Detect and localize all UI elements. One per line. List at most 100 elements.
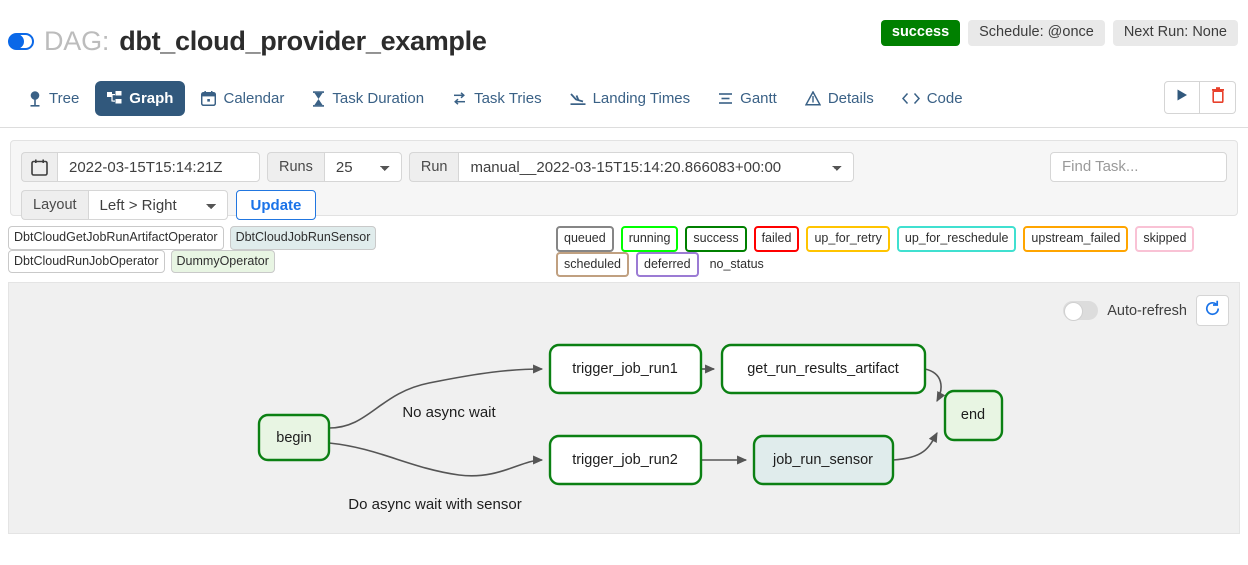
node-job_run_sensor[interactable]: job_run_sensor — [752, 434, 895, 486]
graph-edge-labels: No async wait Do async wait with sensor — [348, 404, 521, 513]
edge-begin-to-trigger_job_run1 — [328, 364, 544, 429]
layout-group: Layout Left > RightRight > LeftTop > Bot… — [21, 190, 228, 220]
tab-label: Details — [827, 90, 874, 107]
tree-icon — [28, 90, 42, 107]
next-run-badge: Next Run: None — [1112, 20, 1238, 46]
landing-icon — [569, 91, 586, 106]
view-tabbar: Tree Graph Calendar Task Duration Task T — [0, 70, 1248, 128]
code-icon — [901, 92, 920, 105]
node-label: get_run_results_artifact — [747, 361, 899, 377]
refresh-button[interactable] — [1196, 295, 1229, 326]
node-trigger_job_run2[interactable]: trigger_job_run2 — [548, 434, 703, 486]
gantt-icon — [718, 91, 733, 106]
node-label: begin — [276, 430, 311, 446]
layout-label: Layout — [21, 190, 88, 220]
edge-label: No async wait — [402, 404, 496, 421]
tab-graph[interactable]: Graph — [95, 81, 186, 116]
node-get_run_results_artifact[interactable]: get_run_results_artifact — [720, 343, 927, 395]
state-legend-chip[interactable]: skipped — [1135, 226, 1195, 252]
find-task-input[interactable] — [1050, 152, 1227, 182]
node-box[interactable] — [257, 413, 331, 462]
tab-tree[interactable]: Tree — [16, 81, 91, 116]
node-label: trigger_job_run2 — [572, 452, 678, 468]
state-legend-chip[interactable]: running — [620, 226, 679, 252]
graph-canvas[interactable]: Auto-refresh No async wait — [8, 282, 1240, 534]
tab-label: Task Tries — [474, 90, 542, 107]
tab-gantt[interactable]: Gantt — [706, 81, 789, 116]
details-icon — [804, 91, 821, 106]
operator-legend-chip[interactable]: DbtCloudGetJobRunArtifactOperator — [8, 226, 224, 250]
dag-prefix-label: DAG: — [44, 26, 110, 56]
tab-label: Calendar — [223, 90, 285, 107]
dag-graph-svg: No async wait Do async wait with sensor … — [257, 343, 1004, 513]
schedule-badge[interactable]: Schedule: @once — [968, 20, 1105, 46]
node-begin[interactable]: begin — [257, 413, 331, 462]
node-box[interactable] — [548, 434, 703, 486]
runs-group: Runs 52550100365 — [267, 152, 402, 182]
dag-name-label: dbt_cloud_provider_example — [119, 26, 487, 56]
layout-select[interactable]: Left > RightRight > LeftTop > BottomBott… — [87, 190, 228, 220]
state-legend-chip[interactable]: queued — [556, 226, 614, 252]
calendar-icon — [201, 91, 217, 106]
state-legend-chip[interactable]: scheduled — [556, 251, 629, 277]
auto-refresh-label: Auto-refresh — [1107, 302, 1187, 319]
operator-legend-chip[interactable]: DummyOperator — [170, 249, 275, 273]
node-box[interactable] — [943, 389, 1004, 442]
tab-list: Tree Graph Calendar Task Duration Task T — [12, 70, 1236, 127]
node-trigger_job_run1[interactable]: trigger_job_run1 — [548, 343, 703, 395]
node-end[interactable]: end — [943, 389, 1004, 442]
execution-date-group — [21, 152, 260, 182]
dag-paused-toggle[interactable] — [8, 33, 34, 50]
trash-icon — [1211, 87, 1225, 108]
edge-job_run_sensor-to-end — [892, 432, 938, 461]
tab-label: Landing Times — [592, 90, 691, 107]
node-label: end — [961, 407, 985, 423]
node-label: job_run_sensor — [772, 452, 873, 468]
dag-status-badges: success Schedule: @once Next Run: None — [880, 20, 1238, 46]
hourglass-icon — [312, 90, 325, 107]
edge-label: Do async wait with sensor — [348, 496, 521, 513]
state-legend-chip[interactable]: upstream_failed — [1023, 226, 1129, 252]
dag-header: DAG: dbt_cloud_provider_example success … — [0, 0, 1248, 70]
state-legend-chip[interactable]: success — [685, 226, 747, 252]
tab-landing-times[interactable]: Landing Times — [558, 81, 703, 116]
tab-details[interactable]: Details — [793, 81, 886, 116]
operator-legend-chip[interactable]: DbtCloudJobRunSensor — [229, 226, 377, 250]
graph-icon — [107, 91, 122, 106]
run-select[interactable]: manual__2022-03-15T15:14:20.866083+00:00 — [458, 152, 855, 182]
tab-label: Gantt — [740, 90, 777, 107]
node-box[interactable] — [752, 434, 895, 486]
refresh-icon — [1204, 300, 1221, 322]
trigger-dag-button[interactable] — [1164, 81, 1200, 114]
edge-begin-to-trigger_job_run2 — [328, 442, 544, 477]
node-box[interactable] — [720, 343, 927, 395]
delete-dag-button[interactable] — [1200, 81, 1236, 114]
graph-toolbar: Runs 52550100365 Run manual__2022-03-15T… — [10, 140, 1238, 220]
operator-legend-chip[interactable]: DbtCloudRunJobOperator — [8, 249, 165, 273]
calendar-icon[interactable] — [21, 152, 57, 182]
runs-select[interactable]: 52550100365 — [323, 152, 402, 182]
state-legend-chip[interactable]: failed — [753, 226, 800, 252]
run-label: Run — [408, 152, 459, 182]
auto-refresh-toggle[interactable] — [1063, 301, 1099, 321]
node-box[interactable] — [548, 343, 703, 395]
tab-code[interactable]: Code — [890, 81, 975, 116]
state-legend-chip[interactable]: up_for_retry — [806, 226, 890, 252]
toolbar-row-layout: Layout Left > RightRight > LeftTop > Bot… — [21, 190, 1227, 220]
tab-label: Graph — [129, 90, 174, 107]
dag-title: DAG: dbt_cloud_provider_example — [8, 26, 487, 57]
state-legend-chip[interactable]: deferred — [636, 251, 699, 277]
tab-task-duration[interactable]: Task Duration — [300, 81, 436, 116]
update-button[interactable]: Update — [235, 190, 317, 220]
tab-task-tries[interactable]: Task Tries — [440, 81, 554, 116]
tab-label: Code — [926, 90, 963, 107]
state-legend-chip[interactable]: no_status — [705, 251, 772, 277]
play-icon — [1175, 88, 1189, 107]
status-badge: success — [880, 20, 961, 46]
retry-icon — [452, 91, 467, 106]
execution-date-input[interactable] — [57, 152, 260, 182]
state-legend-chip[interactable]: up_for_reschedule — [896, 226, 1017, 252]
tab-calendar[interactable]: Calendar — [189, 81, 296, 116]
